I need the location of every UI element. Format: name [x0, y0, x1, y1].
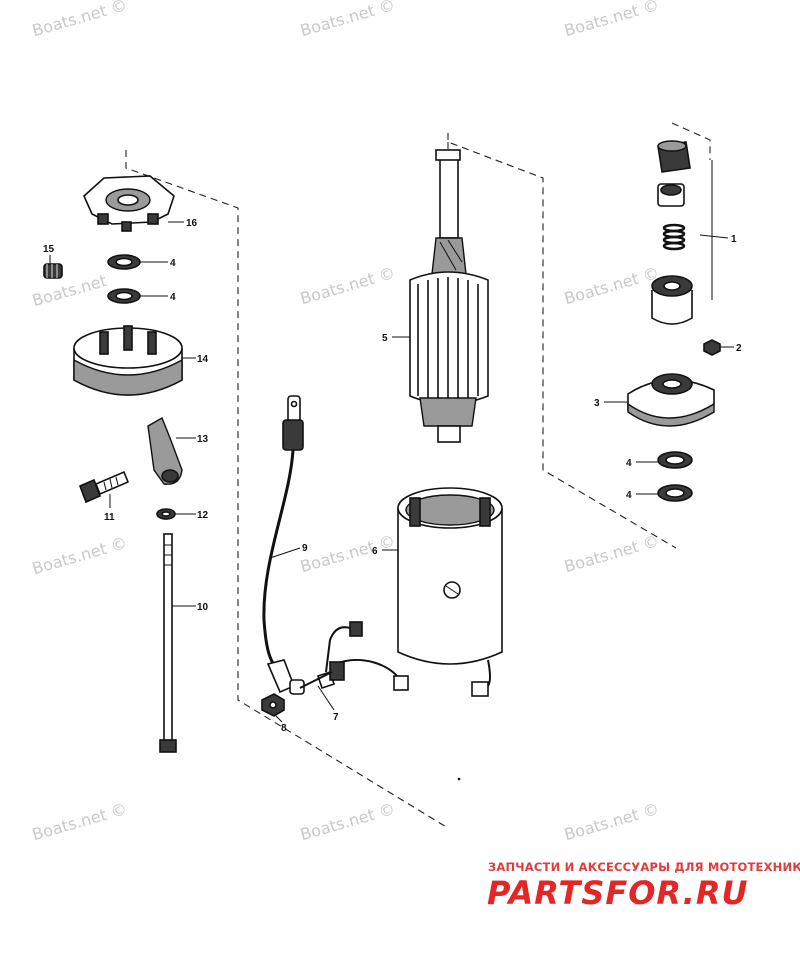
assembly-guide-lines [125, 122, 711, 829]
stray-dot [457, 777, 461, 781]
lock-washer [156, 508, 176, 520]
thrust-washer [657, 484, 693, 502]
brand-logo: PARTSFOR.RU [487, 874, 749, 912]
callout-9: 9 [302, 543, 308, 554]
through-bolt [159, 533, 177, 753]
brush-spring [43, 263, 63, 279]
drive-spring [662, 223, 686, 251]
drive-sleeve [657, 183, 685, 207]
field-frame [397, 487, 503, 697]
brand-tagline: ЗАПЧАСТИ И АКСЕССУАРЫ ДЛЯ МОТОТЕХНИКИ [488, 860, 800, 874]
thrust-washer [107, 288, 141, 304]
callout-13: 13 [197, 434, 209, 445]
callout-5: 5 [382, 333, 388, 344]
field-lead-cable [262, 395, 305, 695]
pinion-gear [651, 275, 693, 325]
terminal-bracket [147, 416, 183, 485]
drive-end-cap [627, 373, 715, 427]
callout-labels: 16 15 4 4 14 13 11 12 10 9 8 7 6 5 1 2 3… [43, 218, 742, 734]
thrust-washer [657, 451, 693, 469]
thrust-washer [107, 254, 141, 270]
hex-nut [261, 693, 285, 717]
callout-4: 4 [170, 292, 176, 303]
drive-nut [657, 140, 691, 173]
callout-1: 1 [731, 234, 737, 245]
callout-10: 10 [197, 602, 209, 613]
small-nut [703, 339, 721, 356]
callout-11: 11 [104, 512, 115, 523]
commutator-end-cap [73, 325, 183, 396]
callout-16: 16 [186, 218, 198, 229]
callout-3: 3 [594, 398, 600, 409]
brush-plate [83, 175, 175, 232]
brush-holder-assembly [299, 621, 409, 691]
callout-6: 6 [372, 546, 378, 557]
callout-4: 4 [170, 258, 176, 269]
terminal-screw [78, 470, 130, 504]
callout-14: 14 [197, 354, 209, 365]
callout-4: 4 [626, 458, 632, 469]
callout-15: 15 [43, 244, 55, 255]
callout-8: 8 [281, 723, 287, 734]
callout-4: 4 [626, 490, 632, 501]
armature [409, 149, 489, 443]
leader-lines [49, 160, 734, 723]
callout-2: 2 [736, 343, 742, 354]
callout-7: 7 [333, 712, 339, 723]
callout-12: 12 [197, 510, 209, 521]
